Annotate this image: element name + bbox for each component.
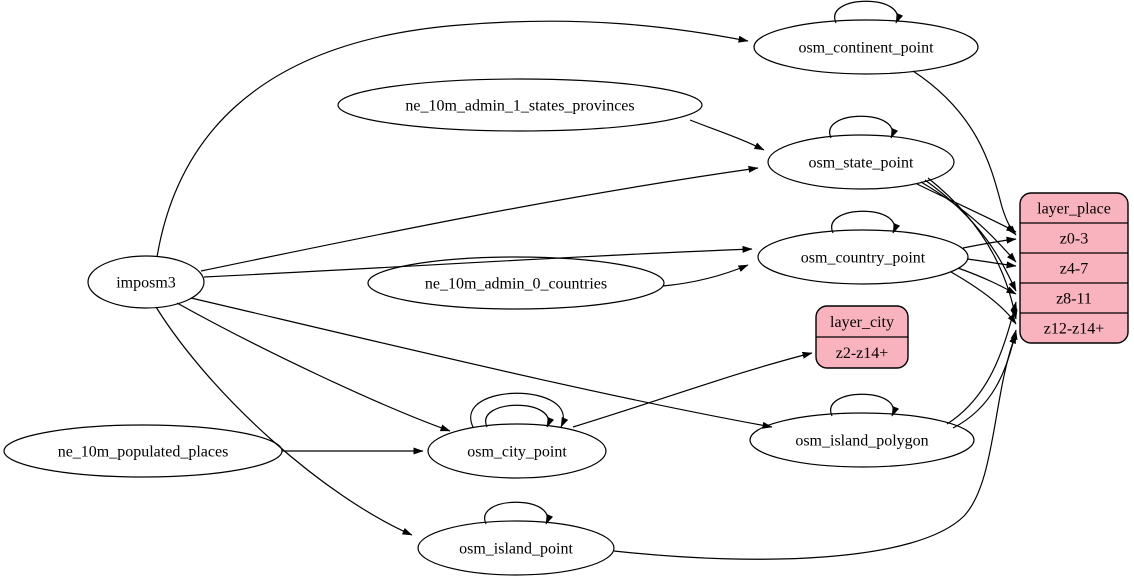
table-ellipse-osm_continent_point	[753, 19, 979, 75]
edge-imposm3-to-osm_island_point	[155, 306, 413, 536]
layer-row-layer_place-z8-11: z8-11	[1056, 291, 1092, 308]
table-node-osm_state_point: osm_state_point	[767, 115, 955, 190]
edge-ne_10m_admin_1_states_provinces-to-osm_state_point	[689, 119, 765, 151]
table-ellipse-osm_city_point	[427, 423, 607, 479]
edge-osm_island_polygon-self-0	[830, 393, 900, 417]
edge-imposm3-to-osm_continent_point	[156, 20, 749, 258]
table-node-osm_island_polygon: osm_island_polygon	[749, 393, 975, 468]
table-node-ne_10m_populated_places: ne_10m_populated_places	[3, 424, 283, 478]
edge-ne_10m_admin_0_countries-to-osm_country_point	[662, 264, 749, 287]
edge-osm_island_polygon-to-layer_place-z8-11	[946, 301, 1018, 425]
layer-row-layer_city-z2-z14+: z2-z14+	[836, 345, 889, 362]
table-ellipse-osm_state_point	[767, 134, 955, 190]
layer-box-layer_place	[1019, 192, 1129, 344]
edge-osm_country_point-to-layer_place-z0-3	[962, 236, 1017, 249]
table-label-imposm3: imposm3	[116, 275, 176, 292]
table-label-osm_continent_point: osm_continent_point	[798, 40, 934, 57]
edge-osm_country_point-to-layer_place-z4-7	[966, 258, 1017, 269]
table-ellipse-ne_10m_admin_0_countries	[367, 256, 665, 310]
layer-row-layer_place-z12-z14+: z12-z14+	[1044, 321, 1105, 338]
table-label-ne_10m_populated_places: ne_10m_populated_places	[58, 444, 229, 461]
table-node-imposm3: imposm3	[87, 255, 205, 309]
layer-row-layer_place-z4-7: z4-7	[1060, 261, 1088, 278]
table-label-ne_10m_admin_1_states_provinces: ne_10m_admin_1_states_provinces	[405, 98, 634, 115]
edge-osm_city_point-to-layer_city-z2-z14+	[572, 351, 813, 428]
layer-title-layer_place: layer_place	[1037, 201, 1111, 218]
edge-osm_continent_point-self-0	[834, 0, 904, 24]
table-node-osm_island_point: osm_island_point	[417, 501, 615, 576]
layer-node-layer_city: layer_city z2-z14+	[815, 305, 909, 369]
table-node-ne_10m_admin_1_states_provinces: ne_10m_admin_1_states_provinces	[337, 78, 703, 132]
edge-imposm3-to-osm_island_polygon	[190, 297, 773, 429]
edge-osm_country_point-to-layer_place-z12-z14+	[950, 271, 1017, 325]
layer-title-layer_city: layer_city	[830, 314, 894, 331]
table-ellipse-osm_island_polygon	[749, 412, 975, 468]
table-node-osm_city_point: osm_city_point	[427, 392, 607, 479]
table-ellipse-ne_10m_admin_1_states_provinces	[337, 78, 703, 132]
table-ellipse-imposm3	[87, 255, 205, 309]
edge-osm_country_point-to-layer_place-z8-11	[957, 267, 1017, 295]
edge-osm_island_point-self-0	[484, 501, 554, 525]
edge-osm_island_point-to-layer_place-z12-z14+	[613, 333, 1017, 560]
edge-imposm3-to-osm_state_point	[200, 165, 759, 272]
table-label-ne_10m_admin_0_countries: ne_10m_admin_0_countries	[425, 276, 607, 293]
table-node-ne_10m_admin_0_countries: ne_10m_admin_0_countries	[367, 256, 665, 310]
table-label-osm_country_point: osm_country_point	[801, 250, 926, 267]
table-label-osm_city_point: osm_city_point	[467, 444, 567, 461]
edge-osm_city_point-self-1	[470, 392, 569, 428]
table-ellipse-osm_country_point	[757, 229, 969, 285]
edge-osm_city_point-self-0	[485, 404, 555, 428]
edge-osm_state_point-self-0	[829, 115, 899, 139]
layer-node-layer_place: layer_place z0-3 z4-7 z8-11 z12-z14+	[1019, 192, 1129, 344]
edge-osm_state_point-to-layer_place-z0-3	[916, 183, 1017, 233]
layer-row-layer_place-z0-3: z0-3	[1060, 231, 1088, 248]
table-label-osm_state_point: osm_state_point	[809, 155, 914, 172]
table-ellipse-osm_island_point	[417, 520, 615, 576]
edge-imposm3-to-osm_city_point	[176, 302, 451, 432]
table-label-osm_island_polygon: osm_island_polygon	[795, 433, 928, 450]
table-label-osm_island_point: osm_island_point	[459, 541, 573, 558]
table-node-osm_country_point: osm_country_point	[757, 210, 969, 285]
edge-imposm3-to-osm_country_point	[203, 245, 753, 278]
edge-osm_country_point-self-0	[831, 210, 901, 234]
table-node-osm_continent_point: osm_continent_point	[753, 0, 979, 75]
edge-osm_state_point-to-layer_place-z4-7	[920, 181, 1017, 263]
edge-osm_island_polygon-to-layer_place-z12-z14+	[952, 329, 1018, 429]
